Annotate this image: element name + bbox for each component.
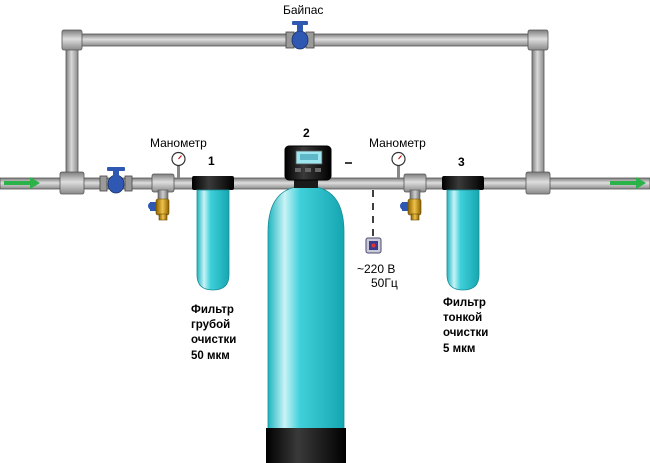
right-manometer-label: Манометр [369,136,426,150]
bypass-line [61,29,549,185]
tank-2-number: 2 [303,126,310,140]
filter-1-number: 1 [208,154,215,168]
coarse-filter-label: Фильтр грубой очистки 50 мкм [191,304,237,362]
left-pressure-gauge-icon [171,151,186,178]
inlet-arrow-icon [4,177,40,189]
frequency-label: 50Гц [371,276,398,290]
power-plug-icon [365,237,382,254]
coarse-filter-housing [192,176,234,291]
left-manometer-label: Манометр [150,136,207,150]
inlet-valve-icon[interactable] [107,167,125,194]
right-drain-valve-icon[interactable] [400,189,422,221]
control-head-icon[interactable] [284,145,332,188]
fine-filter-housing [442,176,484,291]
left-drain-valve-icon[interactable] [148,189,170,221]
right-pressure-gauge-icon [391,151,406,178]
power-cable [345,162,374,236]
fine-filter-label: Фильтр тонкой очистки 5 мкм [443,297,489,355]
outlet-arrow-icon [610,177,646,189]
bypass-valve-icon[interactable] [291,21,309,50]
filter-3-number: 3 [458,155,465,169]
softener-tank [266,185,346,463]
voltage-label: ~220 В [357,262,396,276]
bypass-label: Байпас [283,3,324,17]
